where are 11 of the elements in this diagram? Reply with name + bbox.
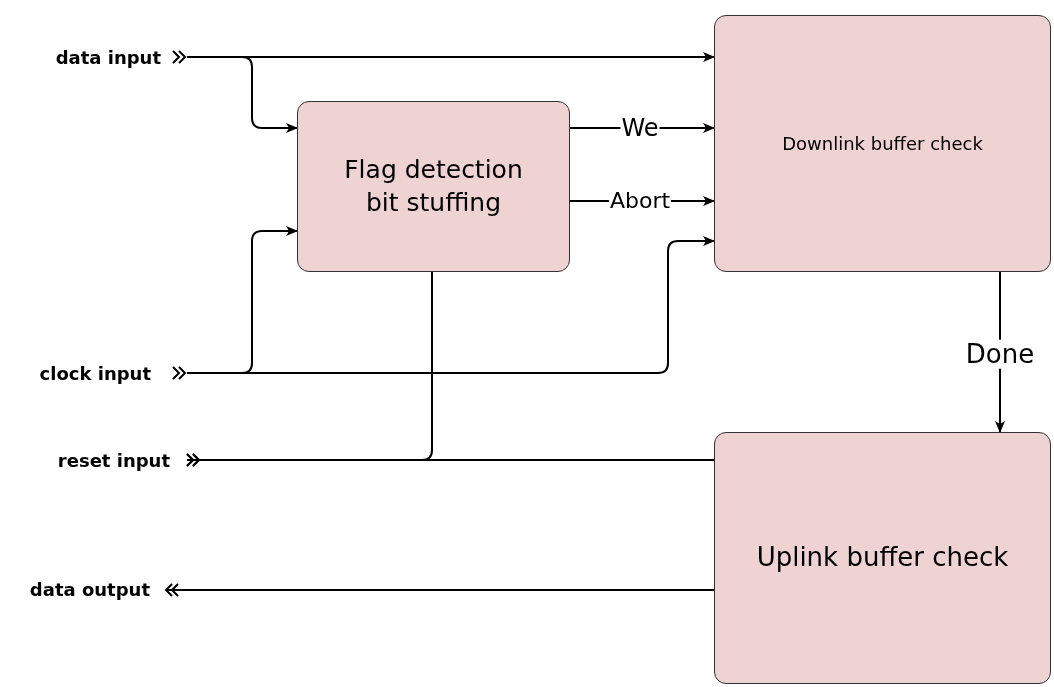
process-block: Uplink buffer check	[714, 432, 1051, 684]
connector-arrow	[186, 453, 715, 467]
signal-label: data output	[29, 578, 150, 600]
signal-label: reset input	[57, 449, 170, 471]
connector-arrow	[186, 56, 298, 133]
signal-label: clock input	[39, 362, 151, 384]
process-block: Downlink buffer check	[714, 15, 1051, 272]
connector-arrow	[165, 583, 715, 597]
signal-label: data input	[55, 46, 161, 68]
process-block: Flag detection bit stuffing	[297, 101, 570, 272]
connector-arrow	[186, 236, 715, 374]
